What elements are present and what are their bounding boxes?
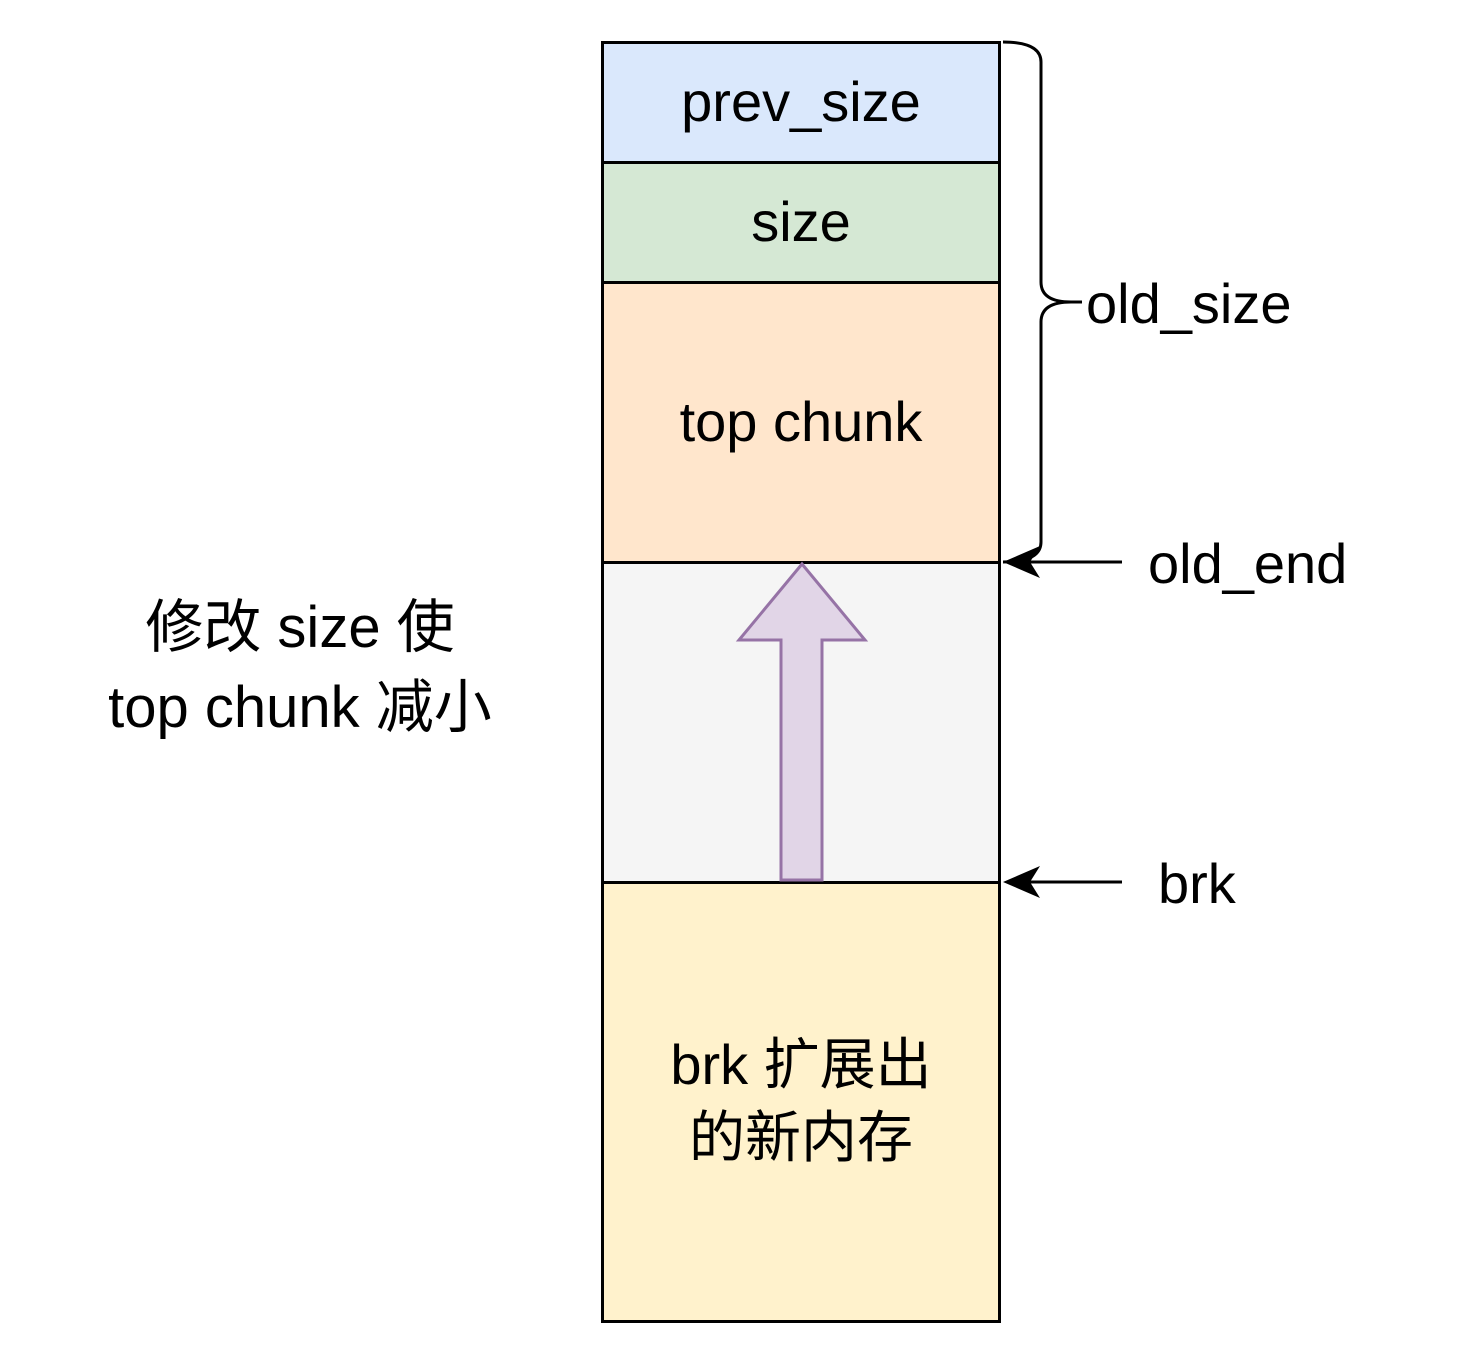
top-chunk-label: top chunk: [679, 390, 923, 454]
brk-pointer-arrow: [1003, 866, 1122, 898]
old-size-label: old_size: [1086, 272, 1292, 335]
new-memory-block: brk 扩展出 的新内存: [601, 881, 1001, 1323]
old-end-pointer-arrow: [1003, 546, 1122, 578]
brk-label: brk: [1158, 852, 1236, 915]
new-memory-label-line1: brk 扩展出: [670, 1033, 932, 1097]
top-chunk-block: top chunk: [601, 281, 1001, 564]
prev-size-block: prev_size: [601, 41, 1001, 164]
old-end-label: old_end: [1148, 532, 1348, 595]
new-memory-label-line2: 的新内存: [688, 1106, 913, 1169]
size-label: size: [751, 190, 851, 254]
annotation-line2: top chunk 减小: [108, 675, 492, 740]
annotation-note: 修改 size 使 top chunk 减小: [60, 588, 540, 748]
shrink-up-arrow: [735, 561, 869, 882]
annotation-line1: 修改 size 使: [145, 595, 455, 660]
prev-size-label: prev_size: [681, 70, 921, 134]
old-size-brace: [1002, 40, 1072, 564]
